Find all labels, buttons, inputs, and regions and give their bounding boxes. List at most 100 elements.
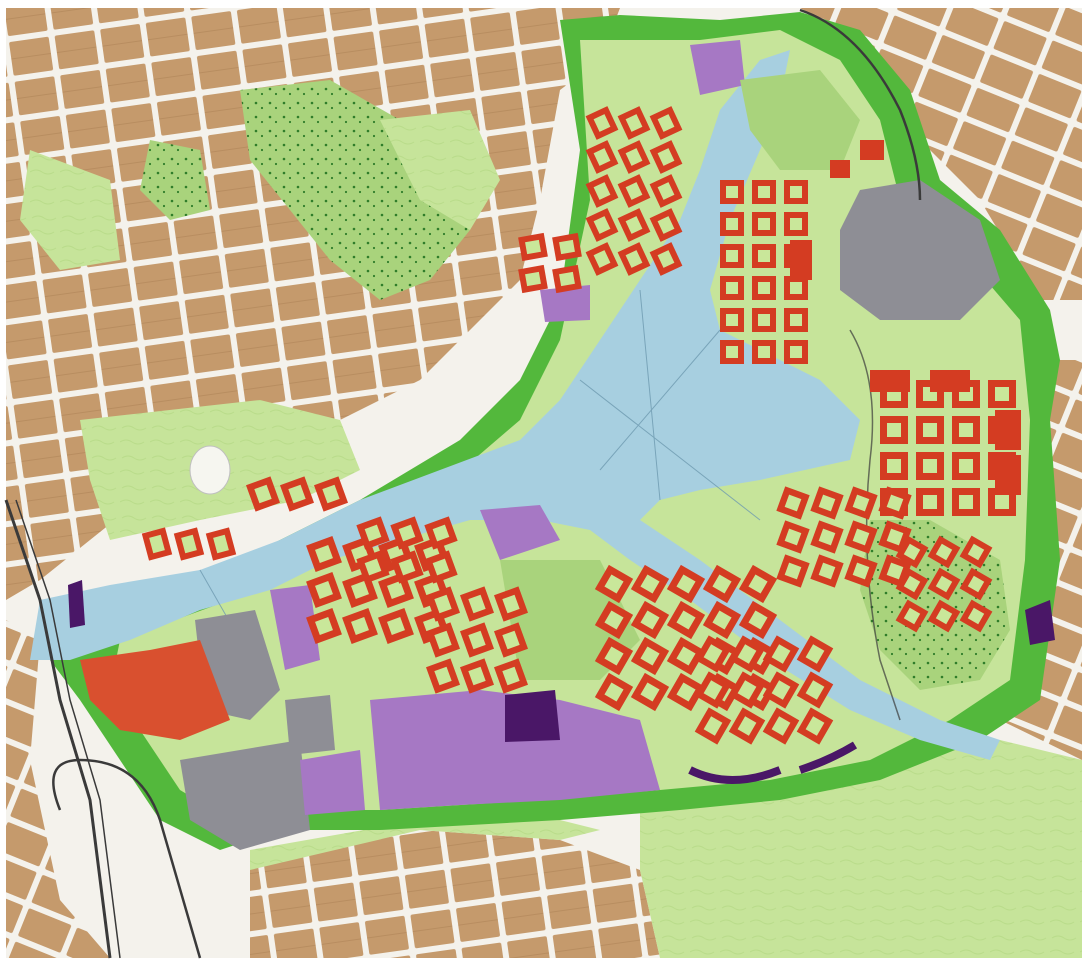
residential-block (594, 672, 634, 712)
residential-slab (790, 240, 812, 280)
urban-blocks-south (250, 830, 660, 958)
residential-slab (995, 410, 1021, 450)
residential-block (720, 212, 744, 236)
residential-block (425, 622, 461, 658)
residential-slab (930, 370, 970, 392)
commercial-block-a (300, 750, 365, 815)
residential-block (356, 516, 390, 550)
residential-block (796, 671, 834, 709)
residential-block (594, 564, 634, 604)
park-northeast-inner (740, 70, 860, 170)
park-northwest-east (380, 110, 500, 230)
residential-block (493, 586, 529, 622)
residential-block (493, 658, 529, 694)
residential-block (342, 608, 378, 644)
residential-block (702, 600, 742, 640)
residential-block (702, 564, 742, 604)
residential-block (306, 572, 342, 608)
residential-block (617, 242, 651, 276)
residential-block (694, 671, 732, 709)
residential-block (752, 212, 776, 236)
residential-block (425, 586, 461, 622)
park-far-west (20, 150, 120, 270)
residential-block (459, 586, 495, 622)
residential-block (245, 476, 281, 512)
residential-block (424, 516, 458, 550)
residential-block (776, 520, 810, 554)
residential-block (424, 550, 458, 584)
residential-block (141, 527, 173, 561)
residential-block (617, 174, 651, 208)
residential-block (752, 308, 776, 332)
residential-block (459, 622, 495, 658)
residential-block (594, 600, 634, 640)
residential-block (959, 535, 993, 569)
residential-block (810, 520, 844, 554)
residential-block (313, 476, 349, 512)
sports-complex-area (80, 640, 230, 740)
residential-block (518, 264, 548, 294)
residential-block (776, 554, 810, 588)
residential-block (762, 635, 800, 673)
residential-block (728, 707, 766, 745)
residential-block (649, 174, 683, 208)
commercial-district-south (370, 690, 660, 810)
residential-block (720, 276, 744, 300)
urban-blocks-southwest (6, 620, 110, 958)
residential-block (585, 140, 619, 174)
commercial-dark-strip-south (688, 766, 782, 784)
residential-block (752, 180, 776, 204)
residential-block (378, 608, 414, 644)
residential-slab (995, 455, 1021, 495)
commercial-dark-strip-south-2 (798, 741, 858, 774)
commercial-block-d (270, 585, 320, 670)
residential-block (916, 488, 944, 516)
residential-block (762, 707, 800, 745)
residential-block (617, 140, 651, 174)
residential-block (585, 242, 619, 276)
residential-block (988, 380, 1016, 408)
residential-block (649, 140, 683, 174)
residential-block (752, 244, 776, 268)
residential-block (594, 636, 634, 676)
railway-lines (4, 8, 922, 959)
residential-block (927, 535, 961, 569)
residential-block (796, 635, 834, 673)
residential-block (666, 564, 706, 604)
residential-block (776, 486, 810, 520)
residential-block (880, 416, 908, 444)
residential-block (844, 486, 878, 520)
residential-block (784, 212, 808, 236)
residential-block (666, 636, 706, 676)
residential-block (810, 554, 844, 588)
residential-block (694, 635, 732, 673)
residential-block (844, 520, 878, 554)
residential-block (585, 106, 619, 140)
residential-block (895, 599, 929, 633)
industrial-area-northeast (840, 180, 1000, 320)
residential-block (952, 488, 980, 516)
residential-slab (830, 160, 850, 178)
residential-block (720, 308, 744, 332)
residential-block (649, 106, 683, 140)
park-south-band (250, 810, 600, 870)
residential-block (173, 527, 205, 561)
residential-block (390, 516, 424, 550)
residential-block (784, 340, 808, 364)
residential-slab (860, 140, 884, 160)
commercial-block-b (540, 285, 590, 322)
new-residential-blocks (141, 106, 1021, 745)
residential-block (752, 340, 776, 364)
residential-block (306, 608, 342, 644)
residential-block (425, 658, 461, 694)
residential-block (895, 567, 929, 601)
residential-block (617, 106, 651, 140)
residential-block (630, 600, 670, 640)
residential-block (720, 340, 744, 364)
residential-block (306, 536, 342, 572)
river-water-body (30, 50, 1000, 760)
urban-blocks-northeast (800, 8, 1082, 300)
industrial-area-southwest (180, 740, 310, 850)
